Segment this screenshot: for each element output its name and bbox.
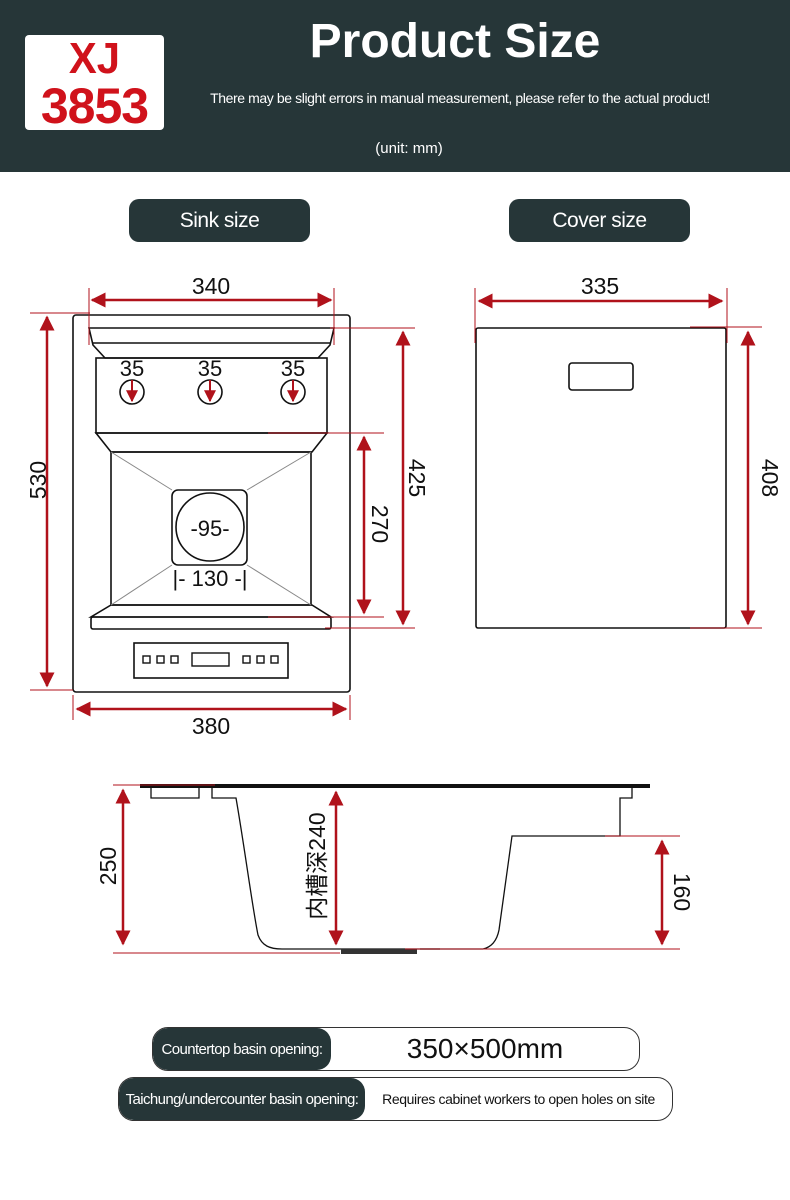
undercounter-opening-row: Taichung/undercounter basin opening: Req… — [118, 1077, 673, 1121]
cover-extension-lines — [474, 288, 762, 629]
countertop-opening-row: Countertop basin opening: 350×500mm — [152, 1027, 640, 1071]
side-total-depth: 250 — [95, 847, 121, 885]
cover-width: 335 — [581, 273, 619, 299]
cover-top-view — [475, 327, 727, 629]
tap-hole-2: 35 — [198, 356, 222, 381]
dim-basin-height: 425 — [404, 459, 430, 497]
countertop-opening-label: Countertop basin opening: — [153, 1028, 331, 1070]
cover-dimension-arrows — [477, 293, 756, 626]
dim-outer-width: 380 — [192, 713, 230, 739]
tap-hole-3: 35 — [281, 356, 305, 381]
unit-label: (unit: mm) — [375, 140, 443, 157]
tap-hole-arrows — [126, 380, 299, 403]
sink-size-label: Sink size — [129, 199, 310, 242]
drain-outlet — [341, 949, 417, 954]
undercounter-opening-label: Taichung/undercounter basin opening: — [119, 1078, 365, 1120]
side-step-depth: 160 — [669, 873, 695, 911]
model-prefix: XJ — [68, 34, 121, 83]
sink-dimension-arrows — [39, 292, 411, 717]
drain-diameter: -95- — [190, 516, 229, 541]
side-dimension-arrows — [115, 788, 670, 946]
tap-hole-1: 35 — [120, 356, 144, 381]
side-extension-lines — [113, 784, 680, 954]
dim-total-height: 530 — [25, 461, 51, 499]
side-inner-depth: 内槽深240 — [304, 812, 330, 919]
sink-side-view — [140, 784, 650, 950]
page-title: Product Size — [309, 15, 601, 68]
model-badge: XJ 3853 — [25, 34, 164, 134]
undercounter-opening-value: Requires cabinet workers to open holes o… — [382, 1091, 655, 1107]
model-number: 3853 — [40, 78, 149, 134]
countertop-opening-value: 350×500mm — [406, 1033, 564, 1064]
dim-bowl-height: 270 — [367, 505, 393, 543]
sink-top-view — [72, 314, 351, 693]
cover-height: 408 — [757, 459, 783, 497]
header-banner: XJ 3853 Product Size There may be slight… — [0, 0, 790, 172]
sink-extension-lines — [30, 288, 415, 720]
cover-size-label: Cover size — [509, 199, 690, 242]
drain-square: |- 130 -| — [172, 566, 247, 591]
measurement-notice: There may be slight errors in manual mea… — [210, 90, 710, 106]
dim-inner-width: 340 — [192, 273, 230, 299]
